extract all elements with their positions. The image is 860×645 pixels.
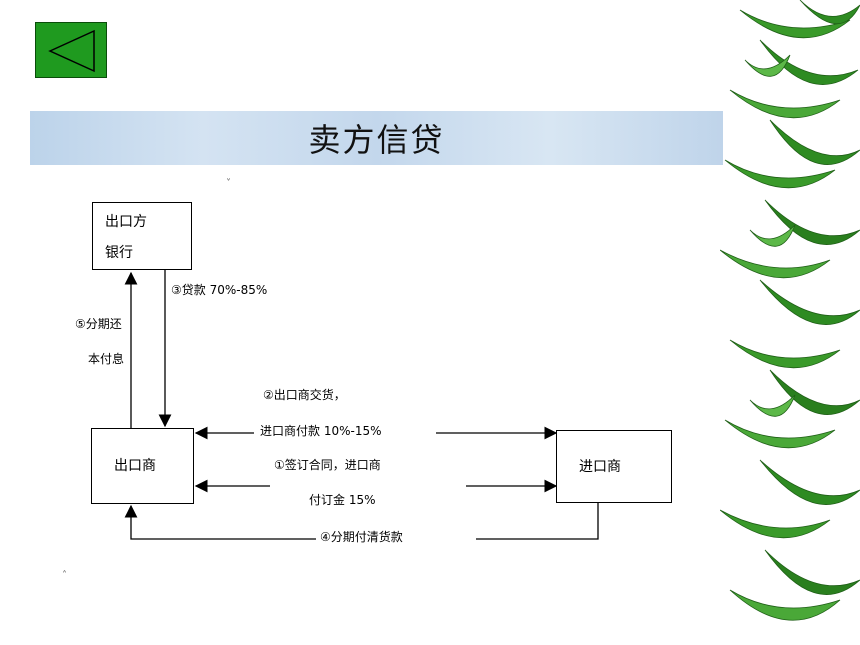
- contract-label-line2: 付订金 15%: [309, 493, 376, 507]
- bank-label-line2: 银行: [105, 245, 133, 261]
- title-banner: 卖方信贷: [30, 111, 723, 165]
- installment-line-right: [476, 503, 599, 540]
- repay-label-line1: ⑤分期还: [75, 317, 122, 331]
- importer-label: 进口商: [579, 459, 621, 475]
- delivery-label-line1: ②出口商交货，: [263, 388, 346, 402]
- installment-line-left: [124, 504, 316, 540]
- installment-label: ④分期付清货款: [320, 530, 403, 544]
- bank-box: 出口方 银行: [92, 202, 192, 270]
- contract-label-line1: ①签订合同，进口商: [274, 458, 381, 472]
- svg-text:˄: ˄: [62, 569, 67, 581]
- slide-title: 卖方信贷: [308, 121, 445, 159]
- svg-text:˅: ˅: [226, 177, 231, 189]
- exporter-label: 出口商: [114, 458, 156, 474]
- loan-label: ③贷款 70%-85%: [171, 283, 268, 297]
- triangle-left-icon: [48, 29, 95, 73]
- bamboo-decoration: [720, 0, 860, 621]
- importer-box: 进口商: [556, 430, 672, 503]
- bank-label-line1: 出口方: [105, 214, 147, 230]
- exporter-box: 出口商: [91, 428, 194, 504]
- back-button[interactable]: [35, 22, 107, 78]
- repay-label-line2: 本付息: [88, 352, 125, 366]
- delivery-label-line2: 进口商付款 10%-15%: [260, 424, 382, 438]
